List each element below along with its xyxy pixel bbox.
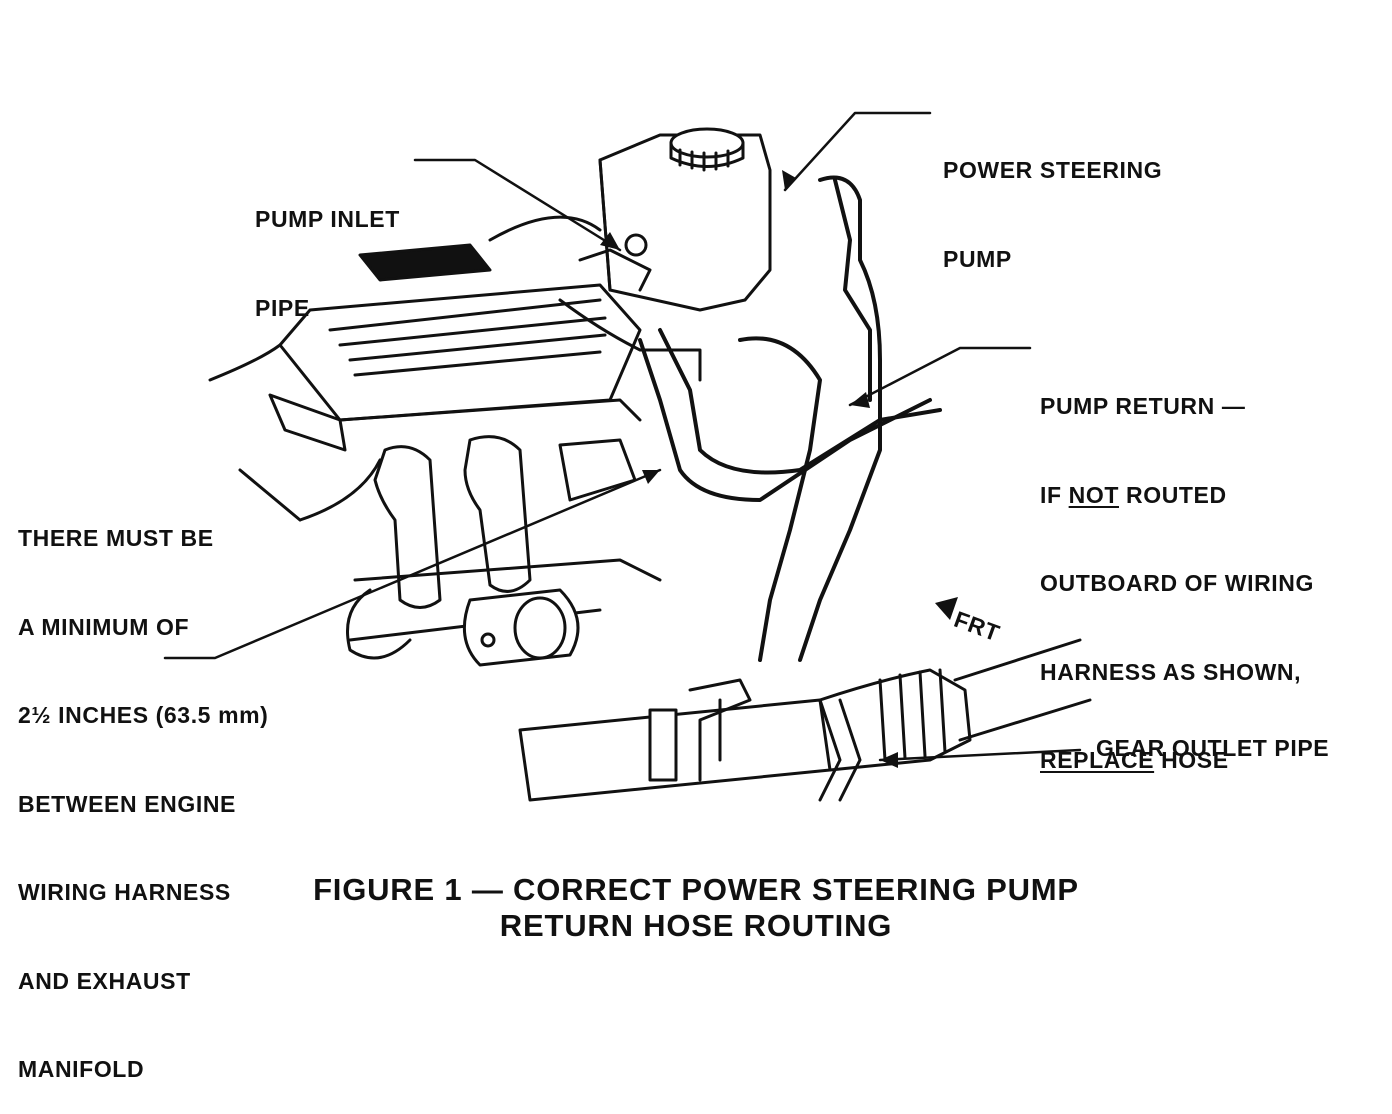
- hoses: [638, 175, 942, 662]
- valve-cover: [268, 283, 642, 452]
- figure-caption-line2: RETURN HOSE ROUTING: [499, 908, 893, 943]
- pump-reservoir: [558, 127, 772, 382]
- callout-lines: [163, 111, 1082, 762]
- label-power-steering-pump: POWER STEERING PUMP: [943, 157, 1163, 272]
- arrow-heads: [600, 170, 898, 768]
- engine-diagram: [163, 111, 1092, 802]
- leader-pump-return: [848, 346, 1032, 407]
- exhaust-flange: [462, 588, 580, 667]
- label-pump-return: PUMP RETURN — IF NOT ROUTED OUTBOARD OF …: [1040, 393, 1314, 773]
- figure-caption-line1: FIGURE 1 — CORRECT POWER STEERING PUMP: [313, 872, 1079, 907]
- front-arrow-icon: [935, 597, 958, 620]
- leader-gear-outlet: [878, 748, 1082, 762]
- steering-gear: [518, 638, 1092, 802]
- leader-power-steering-pump: [783, 111, 932, 192]
- leader-clearance: [163, 468, 662, 660]
- label-gear-outlet-pipe: GEAR OUTLET PIPE: [1096, 735, 1330, 761]
- engine-block-outline: [208, 215, 602, 522]
- label-clearance-note: THERE MUST BE A MINIMUM OF 2½ INCHES (63…: [18, 525, 269, 1082]
- air-cleaner-black: [358, 243, 492, 282]
- label-pump-inlet-pipe: PUMP INLET PIPE: [255, 206, 400, 321]
- leader-pump-inlet: [413, 158, 622, 252]
- exhaust-manifold: [346, 435, 662, 660]
